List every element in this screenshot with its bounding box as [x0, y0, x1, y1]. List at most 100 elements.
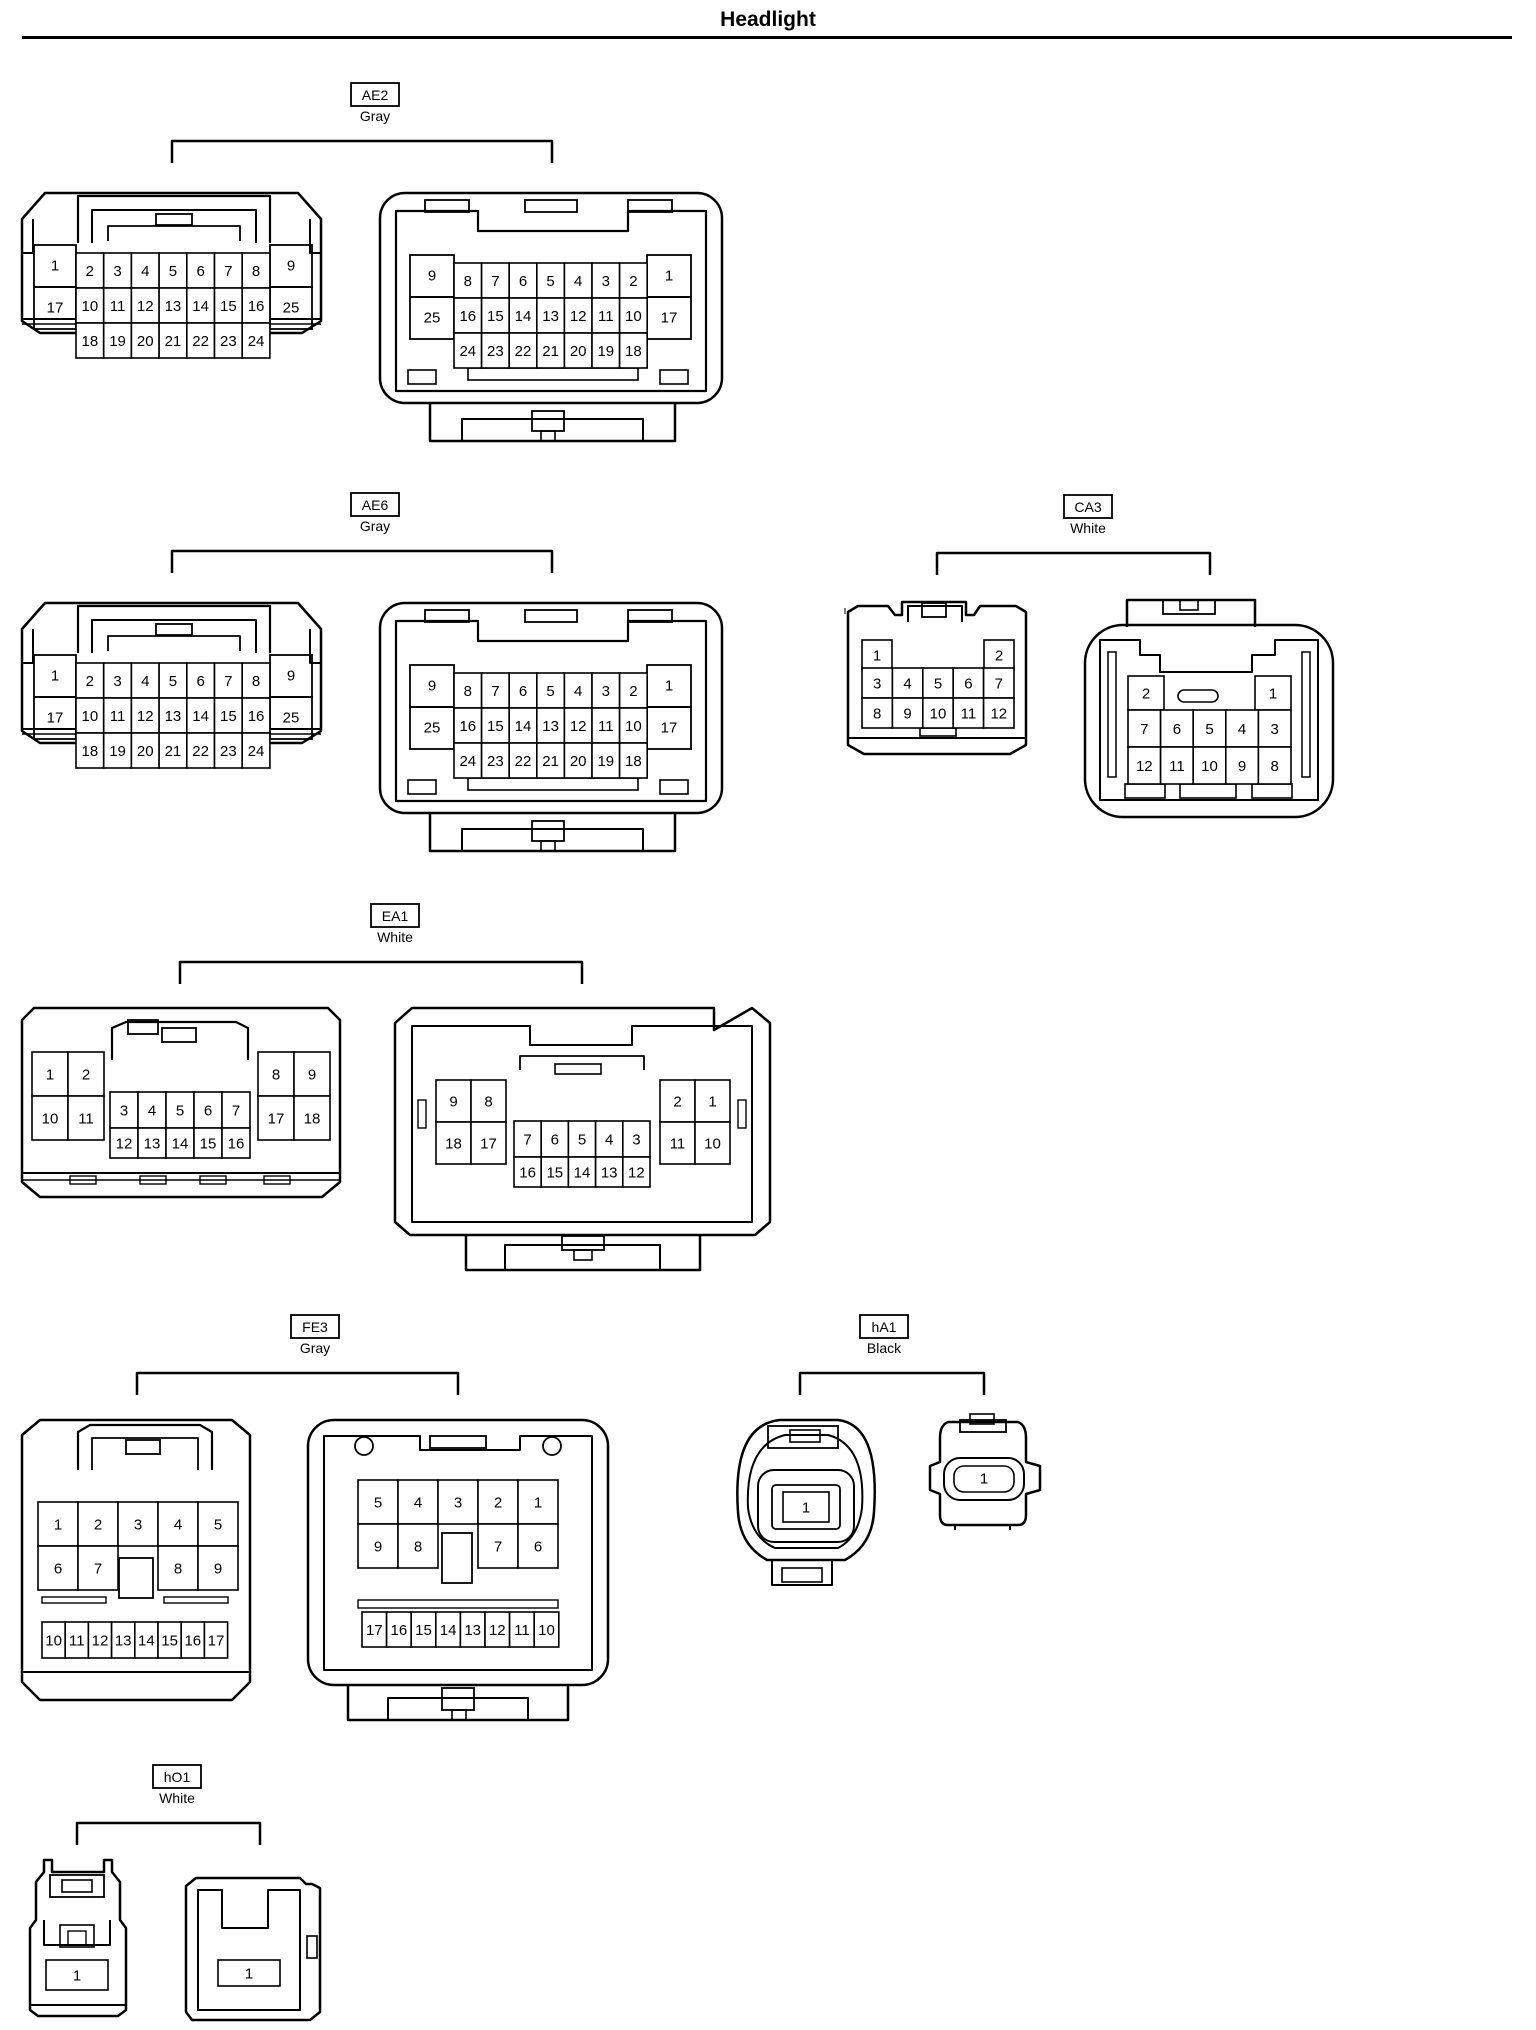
latch [306, 1935, 318, 1959]
pin-label: 7 [491, 273, 499, 290]
pin-cell [293, 1051, 331, 1097]
pin-cell [453, 332, 483, 369]
pin-cell [130, 287, 160, 324]
pin-label: 1 [245, 1966, 253, 1983]
pin-cell [517, 1523, 559, 1569]
pin-label: 16 [459, 308, 476, 325]
latch [424, 609, 470, 623]
pin-cell [186, 252, 216, 289]
pin-label: 5 [214, 1517, 222, 1534]
latch [155, 623, 193, 636]
pin-label: 10 [625, 718, 642, 735]
pin-cell [241, 287, 271, 324]
connector-ha1-face-right: 1 [928, 1413, 1042, 1530]
connector-ho1-face-right: 1 [184, 1876, 322, 2022]
pin-cell [213, 697, 244, 734]
rail [163, 1596, 229, 1604]
pin-label: 14 [515, 308, 532, 325]
pin-label: 6 [196, 263, 204, 280]
connector-color: Black [867, 1340, 902, 1356]
pin-label: 17 [208, 1633, 225, 1650]
pin-label: 13 [601, 1165, 618, 1182]
connector-code: EA1 [382, 908, 409, 924]
connector-code-box [370, 903, 420, 928]
latch [540, 430, 556, 442]
latch [161, 1027, 197, 1043]
pin-label: 21 [165, 333, 182, 350]
connector-ho1-face-left: 1 [28, 1858, 128, 2018]
pin-cell [453, 262, 483, 299]
pin-cell [77, 1545, 119, 1591]
pin-label: 19 [597, 753, 614, 770]
latch [540, 840, 556, 852]
pin-label: 13 [115, 1633, 132, 1650]
pin-label: 12 [1136, 758, 1153, 775]
pin-cell [591, 672, 621, 709]
latch [781, 1567, 823, 1583]
pin-cell [357, 1479, 399, 1525]
pin-label: 8 [272, 1067, 280, 1084]
connector-code: AE6 [362, 497, 389, 513]
pin-label: 11 [110, 708, 126, 725]
pin-label: 8 [1271, 758, 1279, 775]
pin-label: 3 [113, 673, 121, 690]
rail [737, 1099, 747, 1129]
pin-label: 4 [414, 1495, 422, 1512]
pin-cell [952, 697, 985, 729]
pin-cell [293, 1095, 331, 1141]
pin-label: 20 [570, 343, 587, 360]
rail [659, 369, 689, 385]
pin-label: 8 [252, 673, 260, 690]
key [1177, 689, 1219, 703]
pin-label: 7 [995, 676, 1003, 693]
pin-cell [470, 1079, 507, 1123]
pin-cell [618, 297, 648, 334]
pin-label: 7 [523, 1132, 531, 1149]
pin-label: 25 [424, 310, 441, 327]
pin-label: 3 [602, 273, 610, 290]
pin-label: 3 [454, 1495, 462, 1512]
pin-cell [130, 732, 160, 769]
pin-label: 12 [628, 1165, 645, 1182]
pin-cell [221, 1091, 251, 1129]
connector-code-box [290, 1314, 340, 1339]
outline [22, 219, 34, 254]
pin-cell [618, 742, 648, 779]
connector-bracket [798, 1371, 986, 1395]
pin-label: 17 [366, 1622, 383, 1639]
pin-label: 16 [459, 718, 476, 735]
latch [627, 609, 673, 623]
pin-label: 4 [141, 673, 149, 690]
pin-label: 17 [268, 1111, 285, 1128]
pin-label: 19 [109, 333, 126, 350]
outline [107, 635, 241, 651]
pin-cell [203, 1621, 229, 1659]
outline [184, 1876, 322, 2022]
hole [542, 1436, 562, 1456]
pin-label: 10 [704, 1136, 721, 1153]
outline [394, 619, 708, 803]
connector-code-box [152, 1764, 202, 1789]
pin-label: 5 [546, 273, 554, 290]
pin-label: 1 [46, 1067, 54, 1084]
pin-label: 2 [673, 1094, 681, 1111]
pin-label: 15 [220, 298, 237, 315]
pin-label: 24 [248, 743, 265, 760]
outline [76, 1423, 214, 1470]
pin-label: 18 [82, 743, 99, 760]
pin-label: 7 [232, 1103, 240, 1120]
outline [28, 1858, 128, 2018]
pin-label: 4 [1238, 721, 1246, 738]
pin-cell [397, 1479, 439, 1525]
pin-cell [434, 1611, 462, 1648]
pin-cell [257, 1095, 295, 1141]
pin-label: 25 [283, 300, 300, 317]
outline [928, 1420, 1042, 1527]
connector-code: hA1 [872, 1319, 897, 1335]
pin-label: 15 [415, 1622, 432, 1639]
pin-cell [1257, 709, 1292, 748]
